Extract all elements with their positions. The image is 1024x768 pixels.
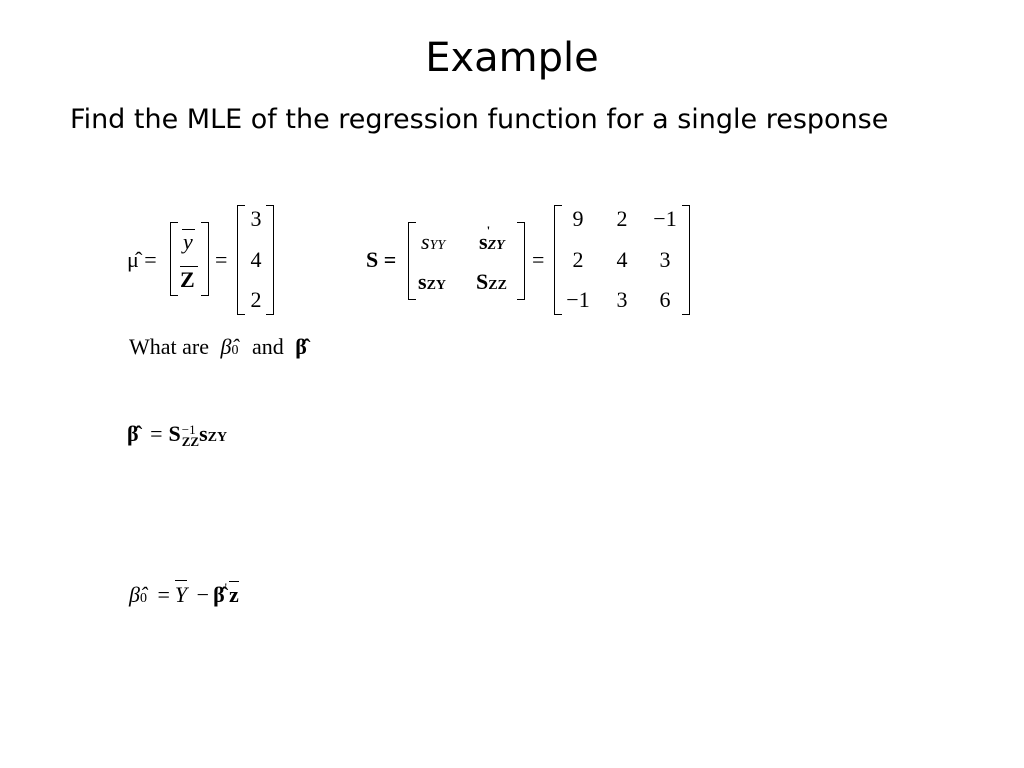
s-yy: sYY bbox=[421, 229, 446, 254]
y-bar-mean: Y bbox=[174, 580, 188, 607]
s-cell-1-3: −1 bbox=[653, 206, 677, 231]
s-matrix-left-bracket bbox=[554, 205, 562, 315]
z-bar-vector: z bbox=[229, 581, 239, 607]
z-bar-symbol: Z bbox=[180, 267, 195, 292]
mu-value-3: 2 bbox=[250, 287, 262, 312]
s-block-right-bracket bbox=[517, 222, 525, 300]
eq2-minus: − bbox=[196, 582, 210, 607]
s-zy: sZY bbox=[418, 269, 447, 294]
s-cell-3-1: −1 bbox=[566, 287, 590, 312]
s-lhs: S = bbox=[366, 247, 397, 272]
s-cell-2-2: 4 bbox=[616, 247, 628, 272]
beta0-symbol: β̂0 bbox=[220, 334, 239, 359]
beta-hat: β̂ bbox=[127, 421, 139, 446]
s-equals: = bbox=[532, 247, 545, 272]
beta-hat-transpose: β̂' bbox=[213, 580, 227, 607]
question-text: What are bbox=[129, 334, 209, 359]
s-cell-2-1: 2 bbox=[572, 247, 584, 272]
s-cell-1-2: 2 bbox=[616, 206, 628, 231]
s-zz: SZZ bbox=[476, 269, 507, 294]
question-line: What are β̂0 and β̂ bbox=[129, 335, 307, 363]
mu-equals: = bbox=[215, 247, 228, 272]
mu-vector-left-bracket bbox=[170, 222, 178, 296]
s-zy-transpose: sZY' bbox=[479, 223, 505, 254]
s-cell-2-3: 3 bbox=[659, 247, 671, 272]
s-zy-vector: sZY bbox=[199, 421, 228, 446]
s-block-left-bracket bbox=[408, 222, 416, 300]
eq1-equals: = bbox=[150, 421, 163, 446]
beta0-hat: β̂0 bbox=[129, 582, 147, 607]
mu-value-1: 3 bbox=[250, 206, 262, 231]
s-cell-3-2: 3 bbox=[616, 287, 628, 312]
beta-symbol: β̂ bbox=[295, 334, 307, 359]
s-matrix-right-bracket bbox=[682, 205, 690, 315]
s-cell-3-3: 6 bbox=[659, 287, 671, 312]
slide-title: Example bbox=[425, 35, 599, 81]
z-bar bbox=[180, 266, 198, 267]
mu-vector-right-bracket bbox=[201, 222, 209, 296]
beta0-hat-equation: β̂0 =Y −β̂'z bbox=[129, 580, 239, 611]
mu-values-left-bracket bbox=[237, 205, 245, 315]
mu-values-right-bracket bbox=[266, 205, 274, 315]
s-cell-1-1: 9 bbox=[572, 206, 584, 231]
mu-value-2: 4 bbox=[250, 247, 262, 272]
y-bar-symbol: y bbox=[183, 229, 193, 254]
y-bar bbox=[182, 229, 195, 230]
question-and: and bbox=[251, 334, 284, 359]
slide-subtitle: Find the MLE of the regression function … bbox=[70, 104, 889, 135]
mu-lhs: μ̂ = bbox=[127, 247, 157, 272]
eq2-equals: = bbox=[157, 582, 170, 607]
